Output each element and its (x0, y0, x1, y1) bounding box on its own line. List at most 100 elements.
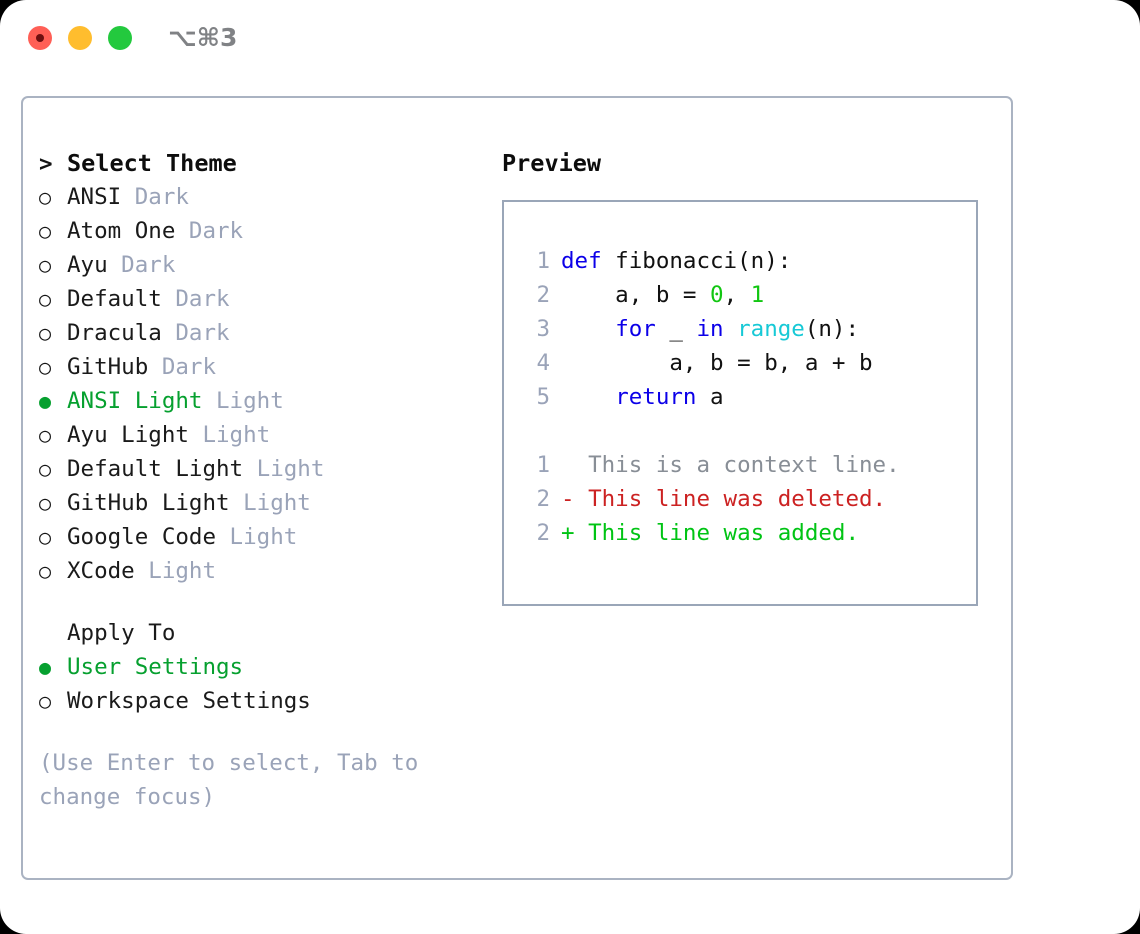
theme-name: Google Code (67, 524, 217, 550)
theme-name: GitHub Light (67, 490, 230, 516)
theme-variant: Light (216, 524, 298, 550)
diff-text: This is a context line. (574, 452, 900, 478)
code-token-fn: range (737, 316, 805, 342)
radio-selected-icon: ● (39, 389, 52, 413)
apply-to-list: ● User Settings ○Workspace Settings (39, 650, 489, 718)
line-number: 2 (536, 486, 550, 512)
theme-variant: Dark (161, 286, 230, 312)
diff-sign: + (561, 520, 575, 546)
keyboard-shortcut-label: ⌥⌘3 (168, 23, 238, 52)
main-card: > Select Theme ○ANSI Dark○Atom One Dark○… (21, 96, 1013, 880)
theme-name: Atom One (67, 218, 176, 244)
radio-unselected-icon: ○ (39, 253, 52, 277)
code-token-plain (561, 316, 615, 342)
diff-sign (561, 448, 575, 482)
code-text: return a (561, 380, 723, 414)
code-token-plain: (n): (804, 316, 860, 342)
titlebar: ⌥⌘3 (0, 0, 1140, 78)
theme-list-item[interactable]: ○Default Light Light (39, 452, 489, 486)
diff-line: 1 This is a context line. (520, 448, 900, 482)
theme-variant: Dark (161, 320, 230, 346)
line-number: 2 (536, 282, 550, 308)
theme-name: XCode (67, 558, 135, 584)
theme-list-item[interactable]: ○ GitHub Light Light (39, 486, 489, 520)
theme-picker-column: > Select Theme ○ANSI Dark○Atom One Dark○… (39, 146, 489, 814)
theme-name: ANSI (67, 184, 122, 210)
theme-variant: Light (229, 490, 311, 516)
code-token-kw: in (696, 316, 724, 342)
theme-list-item[interactable]: ○Atom One Dark (39, 214, 489, 248)
apply-to-label: User Settings (67, 654, 244, 680)
keyboard-hint: (Use Enter to select, Tab to change focu… (39, 750, 419, 810)
theme-list-item[interactable]: ○ XCode Light (39, 554, 489, 588)
theme-name: Ayu (67, 252, 108, 278)
minimize-window-button[interactable] (68, 26, 92, 50)
line-number: 3 (536, 316, 550, 342)
code-token-plain: _ (655, 316, 697, 342)
theme-picker-title: Select Theme (67, 149, 237, 177)
theme-variant: Light (243, 456, 325, 482)
code-token-kw: for (615, 316, 656, 342)
code-token-kw: return (615, 384, 697, 410)
theme-variant: Dark (121, 184, 189, 210)
radio-unselected-icon: ○ (39, 689, 52, 713)
diff-block: 1 This is a context line. 2- This line wa… (520, 448, 900, 550)
code-token-num: 1 (750, 282, 765, 308)
apply-to-header: Apply To (39, 616, 489, 650)
apply-to-item[interactable]: ○Workspace Settings (39, 684, 489, 718)
apply-to-item[interactable]: ● User Settings (39, 650, 489, 684)
diff-text: This line was added. (574, 520, 860, 546)
radio-unselected-icon: ○ (39, 185, 52, 209)
code-line: 2 a, b = 0, 1 (520, 278, 900, 312)
code-token-plain (724, 316, 738, 342)
theme-list-item[interactable]: ○GitHub Dark (39, 350, 489, 384)
code-token-plain: fibonacci(n): (601, 248, 792, 274)
diff-sign: - (561, 486, 575, 512)
code-token-num: 0 (710, 282, 724, 308)
theme-variant: Dark (148, 354, 217, 380)
theme-variant: Dark (107, 252, 176, 278)
code-line: 3 for _ in range(n): (520, 312, 900, 346)
line-number: 1 (536, 452, 550, 478)
radio-unselected-icon: ○ (39, 491, 52, 515)
code-token-plain: a, b = b, a + b (561, 350, 873, 376)
close-window-button[interactable] (28, 26, 52, 50)
theme-name: Default Light (67, 456, 244, 482)
code-text: for _ in range(n): (561, 312, 859, 346)
line-number: 4 (536, 350, 550, 376)
theme-variant: Light (134, 558, 217, 584)
code-line: 5 return a (520, 380, 900, 414)
code-line: 4 a, b = b, a + b (520, 346, 900, 380)
zoom-window-button[interactable] (108, 26, 132, 50)
line-number: 2 (536, 520, 550, 546)
radio-unselected-icon: ○ (39, 287, 52, 311)
theme-picker-header: > Select Theme (39, 146, 489, 180)
blank-marker (39, 616, 67, 650)
theme-name: Ayu Light (67, 422, 189, 448)
radio-selected-icon: ● (39, 655, 52, 679)
theme-list-item[interactable]: ○ Ayu Dark (39, 248, 489, 282)
theme-list-item[interactable]: ○ Default Dark (39, 282, 489, 316)
code-text: a, b = b, a + b (561, 346, 873, 380)
theme-name: ANSI Light (67, 388, 203, 414)
radio-unselected-icon: ○ (39, 423, 52, 447)
radio-unselected-icon: ○ (39, 559, 52, 583)
theme-list-item[interactable]: ●ANSI Light Light (39, 384, 489, 418)
theme-variant: Light (188, 422, 271, 448)
theme-name: Default (67, 286, 162, 312)
preview-title: Preview (502, 149, 602, 177)
code-token-kw: def (561, 248, 602, 274)
code-text: a, b = 0, 1 (561, 278, 764, 312)
theme-list-item[interactable]: ○ Ayu Light Light (39, 418, 489, 452)
theme-list-item[interactable]: ○Google Code Light (39, 520, 489, 554)
theme-list-item[interactable]: ○ ANSI Dark (39, 180, 489, 214)
theme-list-item[interactable]: ○Dracula Dark (39, 316, 489, 350)
code-token-plain: , (723, 282, 751, 308)
theme-name: GitHub (67, 354, 149, 380)
